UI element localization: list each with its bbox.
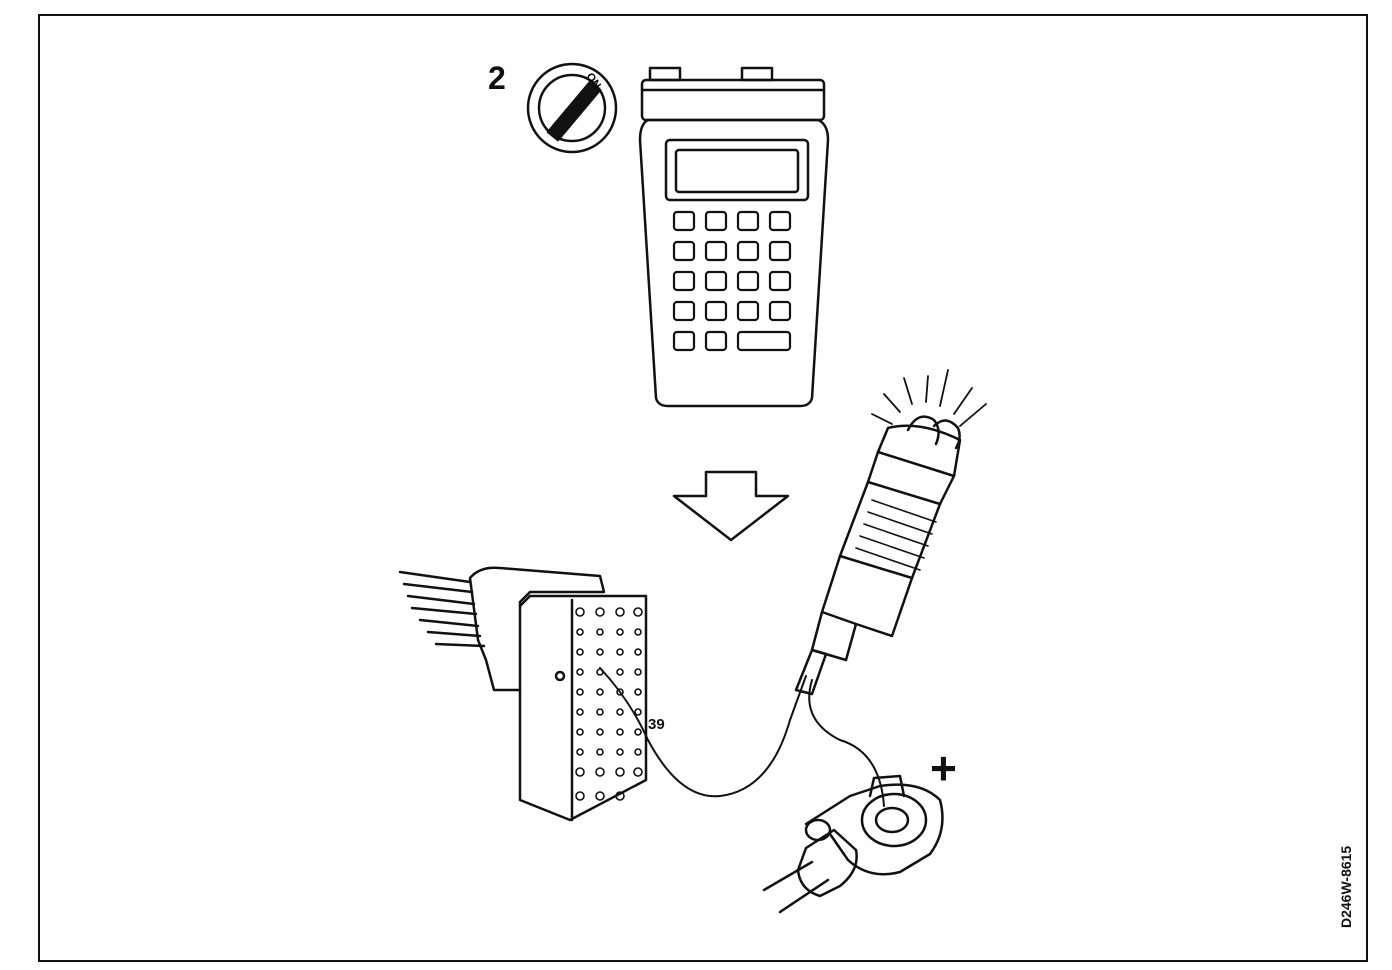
down-arrow-icon bbox=[672, 470, 790, 542]
pin-number-label: 39 bbox=[648, 716, 665, 733]
hand-held-tester-icon bbox=[638, 66, 830, 408]
test-lamp-icon bbox=[794, 369, 987, 696]
step-number-label: 2 bbox=[488, 60, 506, 96]
control-module-connector-icon bbox=[398, 566, 648, 822]
test-lead-wire bbox=[599, 667, 807, 798]
figure-code-label: D246W-8615 bbox=[1338, 845, 1354, 928]
ignition-key-icon bbox=[526, 62, 618, 154]
figure-border bbox=[38, 14, 1368, 962]
battery-positive-terminal-icon bbox=[762, 774, 944, 914]
polarity-label: + bbox=[930, 742, 957, 794]
